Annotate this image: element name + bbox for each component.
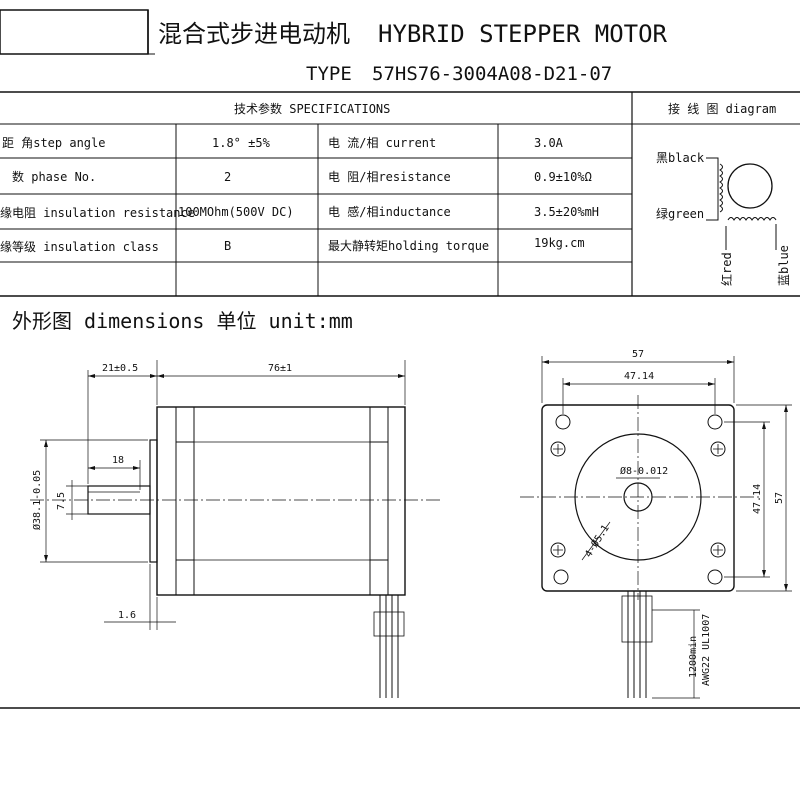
wire-blue-label: 蓝blue	[777, 245, 791, 286]
pilot-circle	[574, 433, 702, 561]
mount-hole	[707, 414, 723, 430]
mount-hole	[707, 569, 723, 585]
title-block: 混合式步进电动机 HYBRID STEPPER MOTOR TYPE 57HS7…	[0, 9, 668, 85]
dimensions-title: 外形图 dimensions 单位 unit:mm	[12, 309, 353, 333]
mount-hole	[553, 569, 569, 585]
lead-spec: AWG22 UL1007	[701, 614, 712, 686]
wire-black-label: 黑black	[656, 151, 705, 165]
spec-label-2: 最大静转矩holding torque	[328, 238, 489, 253]
dim-mount-holes: 4-Ø5.1	[582, 523, 611, 560]
dim-hole-spacing: 47.14	[624, 371, 654, 382]
screw-head	[550, 542, 566, 558]
type-value: 57HS76-3004A08-D21-07	[372, 63, 612, 85]
dim-shaft-diameter: Ø8-0.012	[620, 465, 668, 477]
spec-value: 2	[224, 170, 231, 184]
motor-rotor-symbol	[727, 163, 773, 209]
diagram-header: 接 线 图 diagram	[668, 101, 776, 116]
front-view: 57 47.14 47.14 57 Ø8-0.012 4-Ø5.1 1200mi…	[520, 349, 792, 699]
title-en: HYBRID STEPPER MOTOR	[378, 20, 668, 48]
screw-head	[710, 542, 726, 558]
spec-label: 距 角step angle	[2, 136, 105, 150]
front-shaft	[623, 482, 653, 512]
spec-label-2: 电 流/相 current	[328, 136, 436, 150]
dim-shaft-length: 21±0.5	[102, 363, 138, 374]
spec-value: B	[224, 239, 231, 253]
dim-flange-thickness: 1.6	[118, 610, 136, 621]
spec-table: 技术参数 SPECIFICATIONS 接 线 图 diagram 距 角ste…	[0, 91, 800, 297]
spec-value: 1.8° ±5%	[212, 136, 271, 150]
dim-boss-diameter: Ø38.1-0.05	[31, 470, 43, 530]
title-box-left	[0, 9, 149, 55]
spec-value-2: 19kg.cm	[534, 236, 585, 250]
screw-head	[550, 441, 566, 457]
spec-label: 数 phase No.	[12, 169, 96, 184]
wire-red-label: 红red	[719, 252, 734, 286]
spec-header: 技术参数 SPECIFICATIONS	[234, 101, 390, 116]
dim-hole-spacing-v: 47.14	[752, 484, 763, 514]
dim-lead-length: 1200min	[688, 636, 699, 678]
spec-value: 100MOhm(500V DC)	[178, 205, 294, 219]
screw-head	[710, 441, 726, 457]
motor-shaft	[87, 485, 151, 515]
dim-front-height: 57	[774, 492, 785, 504]
dim-flat-length: 18	[112, 455, 124, 466]
title-cn: 混合式步进电动机	[158, 20, 350, 48]
mount-hole	[555, 414, 571, 430]
coil-a-symbol	[719, 163, 723, 213]
spec-label: 缘电阻 insulation resistance	[0, 206, 195, 220]
coil-b-symbol	[727, 217, 777, 221]
flange-boss	[149, 439, 158, 563]
spec-value-2: 3.0A	[534, 136, 564, 150]
spec-label-2: 电 感/相inductance	[328, 204, 451, 219]
front-leads	[627, 591, 647, 698]
motor-leads	[379, 595, 399, 698]
flange-outline	[541, 404, 735, 592]
spec-value-2: 3.5±20%mH	[534, 205, 599, 219]
dim-front-width: 57	[632, 349, 644, 360]
dim-flat: 7.5	[56, 492, 67, 510]
spec-label: 缘等级 insulation class	[0, 240, 159, 254]
type-label: TYPE	[306, 63, 352, 85]
dim-body-length: 76±1	[268, 363, 292, 374]
wire-green-label: 绿green	[656, 206, 704, 221]
wiring-diagram: 黑black 绿green 红red 蓝blue	[656, 151, 791, 286]
spec-value-2: 0.9±10%Ω	[534, 170, 592, 184]
side-view: 21±0.5 76±1 18 7.5 Ø38.1-0.05 1.6	[30, 360, 440, 698]
spec-label-2: 电 阻/相resistance	[328, 170, 451, 184]
